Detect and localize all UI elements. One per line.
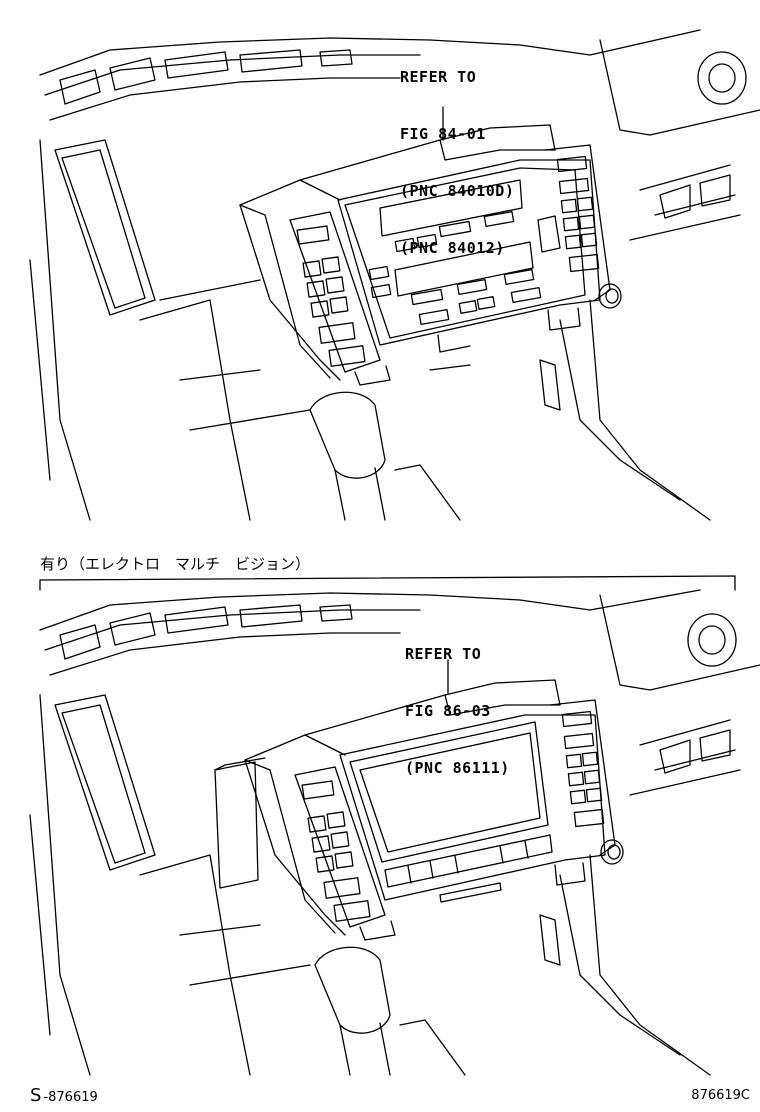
bottom-dashboard-illustration	[29, 575, 760, 1076]
footer-right-code: 876619C	[691, 1088, 750, 1103]
footer-left-number: -876619	[43, 1090, 98, 1105]
top-callout-line-1: REFER TO	[400, 68, 477, 86]
top-dashboard-illustration	[29, 29, 760, 521]
footer-prefix: S	[30, 1085, 42, 1106]
bottom-refer-callout: REFER TO FIG 86-03 (PNC 86111)	[405, 607, 510, 797]
top-callout-line-3: (PNC 84010D)	[400, 182, 515, 200]
bottom-callout-line-2: FIG 86-03	[405, 702, 491, 720]
top-callout-line-4: (PNC 84012)	[400, 239, 505, 257]
bottom-callout-line-1: REFER TO	[405, 645, 482, 663]
top-callout-line-2: FIG 84-01	[400, 125, 486, 143]
top-refer-callout: REFER TO FIG 84-01 (PNC 84010D) (PNC 840…	[400, 30, 514, 277]
option-label: 有り（エレクトロ マルチ ビジョン）	[40, 555, 311, 573]
bottom-callout-line-3: (PNC 86111)	[405, 759, 510, 777]
footer-left-code: S-876619	[30, 1085, 98, 1106]
